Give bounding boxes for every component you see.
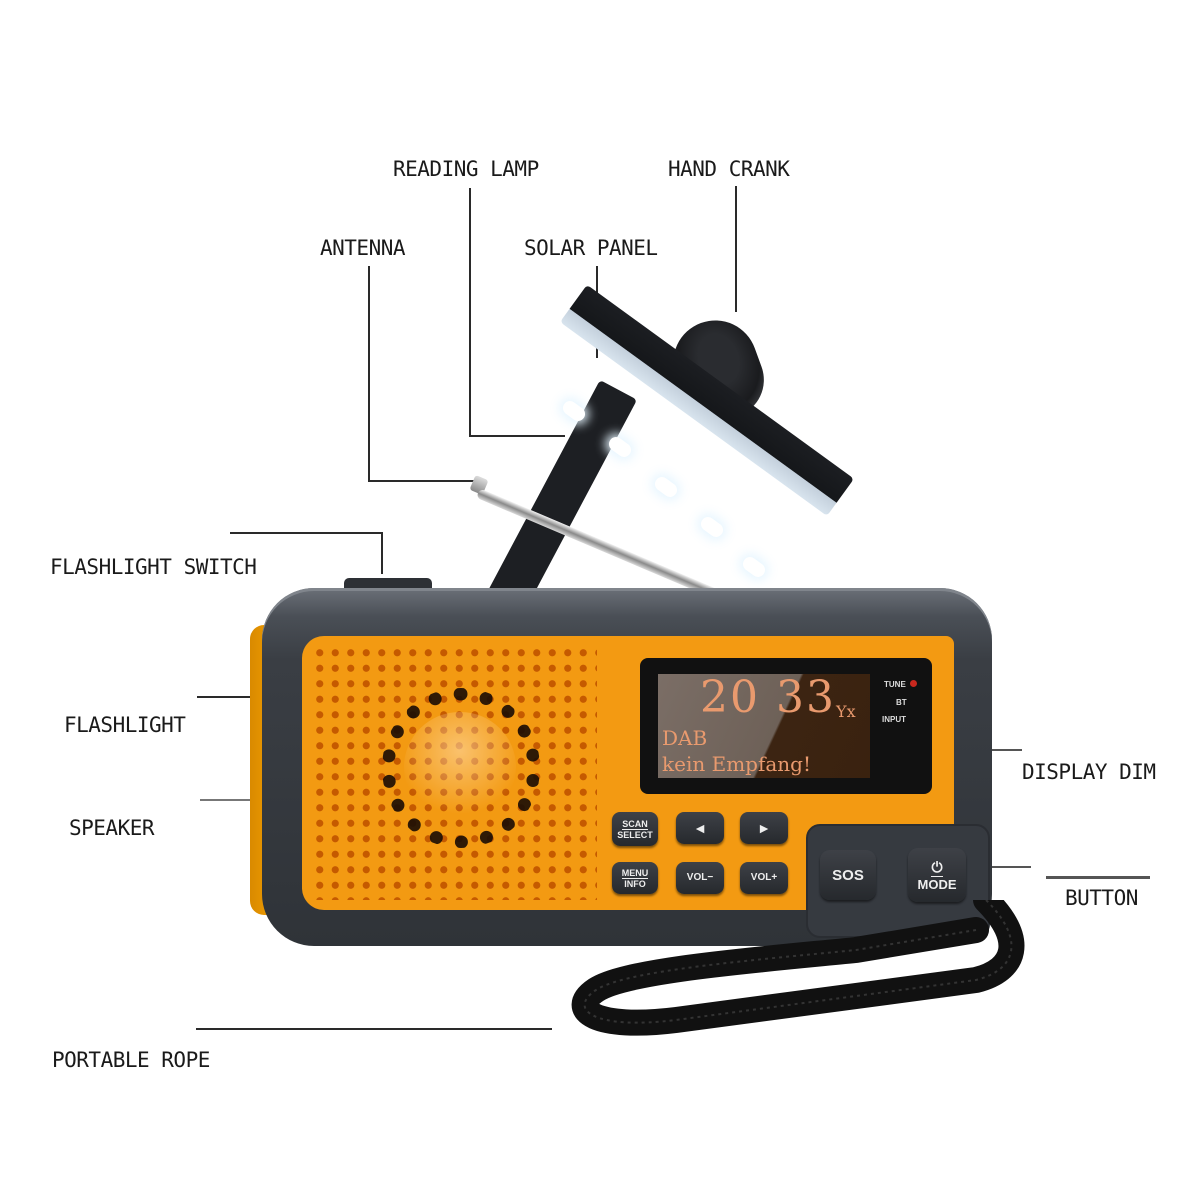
menu-info-button[interactable]: MENU INFO <box>612 862 658 894</box>
label-flashlight: FLASHLIGHT <box>64 713 186 737</box>
leader-reading-lamp-h <box>469 435 565 437</box>
leader-flashlight <box>197 696 253 698</box>
indicator-input: INPUT <box>882 715 906 724</box>
label-power-mode-button: BUTTON <box>1065 886 1138 910</box>
vol-down-button[interactable]: VOL− <box>676 862 724 894</box>
scan-label: SCAN <box>622 818 648 830</box>
leader-hand-crank <box>735 186 737 312</box>
label-antenna: ANTENNA <box>320 236 406 260</box>
speaker-icon <box>382 688 540 848</box>
prev-button[interactable]: ◄ <box>676 812 724 844</box>
portable-rope <box>571 900 1025 1036</box>
lcd-status: kein Empfang! <box>662 752 812 776</box>
indicator-tune: TUNE <box>884 680 906 689</box>
leader-portable-rope <box>196 1028 552 1030</box>
power-icon: ⏻ <box>931 858 943 877</box>
leader-antenna-v <box>368 266 370 481</box>
sos-button[interactable]: SOS <box>820 850 876 900</box>
select-label: SELECT <box>617 829 653 840</box>
leader-flashlight-switch-h <box>230 532 382 534</box>
lcd-mode: DAB <box>662 726 708 750</box>
left-arrow-icon: ◄ <box>693 820 707 836</box>
leader-power-button <box>955 866 1031 868</box>
leader-reading-lamp-v <box>469 188 471 436</box>
label-hand-crank: HAND CRANK <box>668 157 790 181</box>
leader-antenna-h <box>368 480 474 482</box>
label-speaker: SPEAKER <box>69 816 155 840</box>
lcd-signal: Yx <box>836 702 856 721</box>
mode-label: MODE <box>917 876 957 892</box>
obscured-label-bar <box>1046 876 1150 879</box>
leader-flashlight-switch-v <box>381 532 383 574</box>
tune-led-icon <box>910 680 917 687</box>
next-button[interactable]: ► <box>740 812 788 844</box>
vol-up-label: VOL+ <box>750 872 778 883</box>
indicator-bt: BT <box>896 698 907 707</box>
label-solar-panel: SOLAR PANEL <box>524 236 658 260</box>
sos-label: SOS <box>832 866 864 884</box>
menu-label: MENU <box>621 867 649 879</box>
power-mode-button[interactable]: ⏻ MODE <box>908 848 966 902</box>
lcd-screen <box>658 674 870 778</box>
label-flashlight-switch: FLASHLIGHT SWITCH <box>50 555 257 579</box>
lamp-led-icon <box>698 514 726 540</box>
vol-down-label: VOL− <box>686 872 714 883</box>
lamp-led-icon <box>606 434 634 460</box>
right-arrow-icon: ► <box>757 820 771 836</box>
info-label: INFO <box>624 878 646 889</box>
vol-up-button[interactable]: VOL+ <box>740 862 788 894</box>
lcd-time: 20 33 <box>700 672 836 723</box>
label-portable-rope: PORTABLE ROPE <box>52 1048 210 1072</box>
scan-select-button[interactable]: SCAN SELECT <box>612 812 658 846</box>
label-display-dim: DISPLAY DIM <box>1022 760 1156 784</box>
lamp-led-icon <box>740 554 768 580</box>
lamp-led-icon <box>652 474 680 500</box>
label-reading-lamp: READING LAMP <box>393 157 539 181</box>
